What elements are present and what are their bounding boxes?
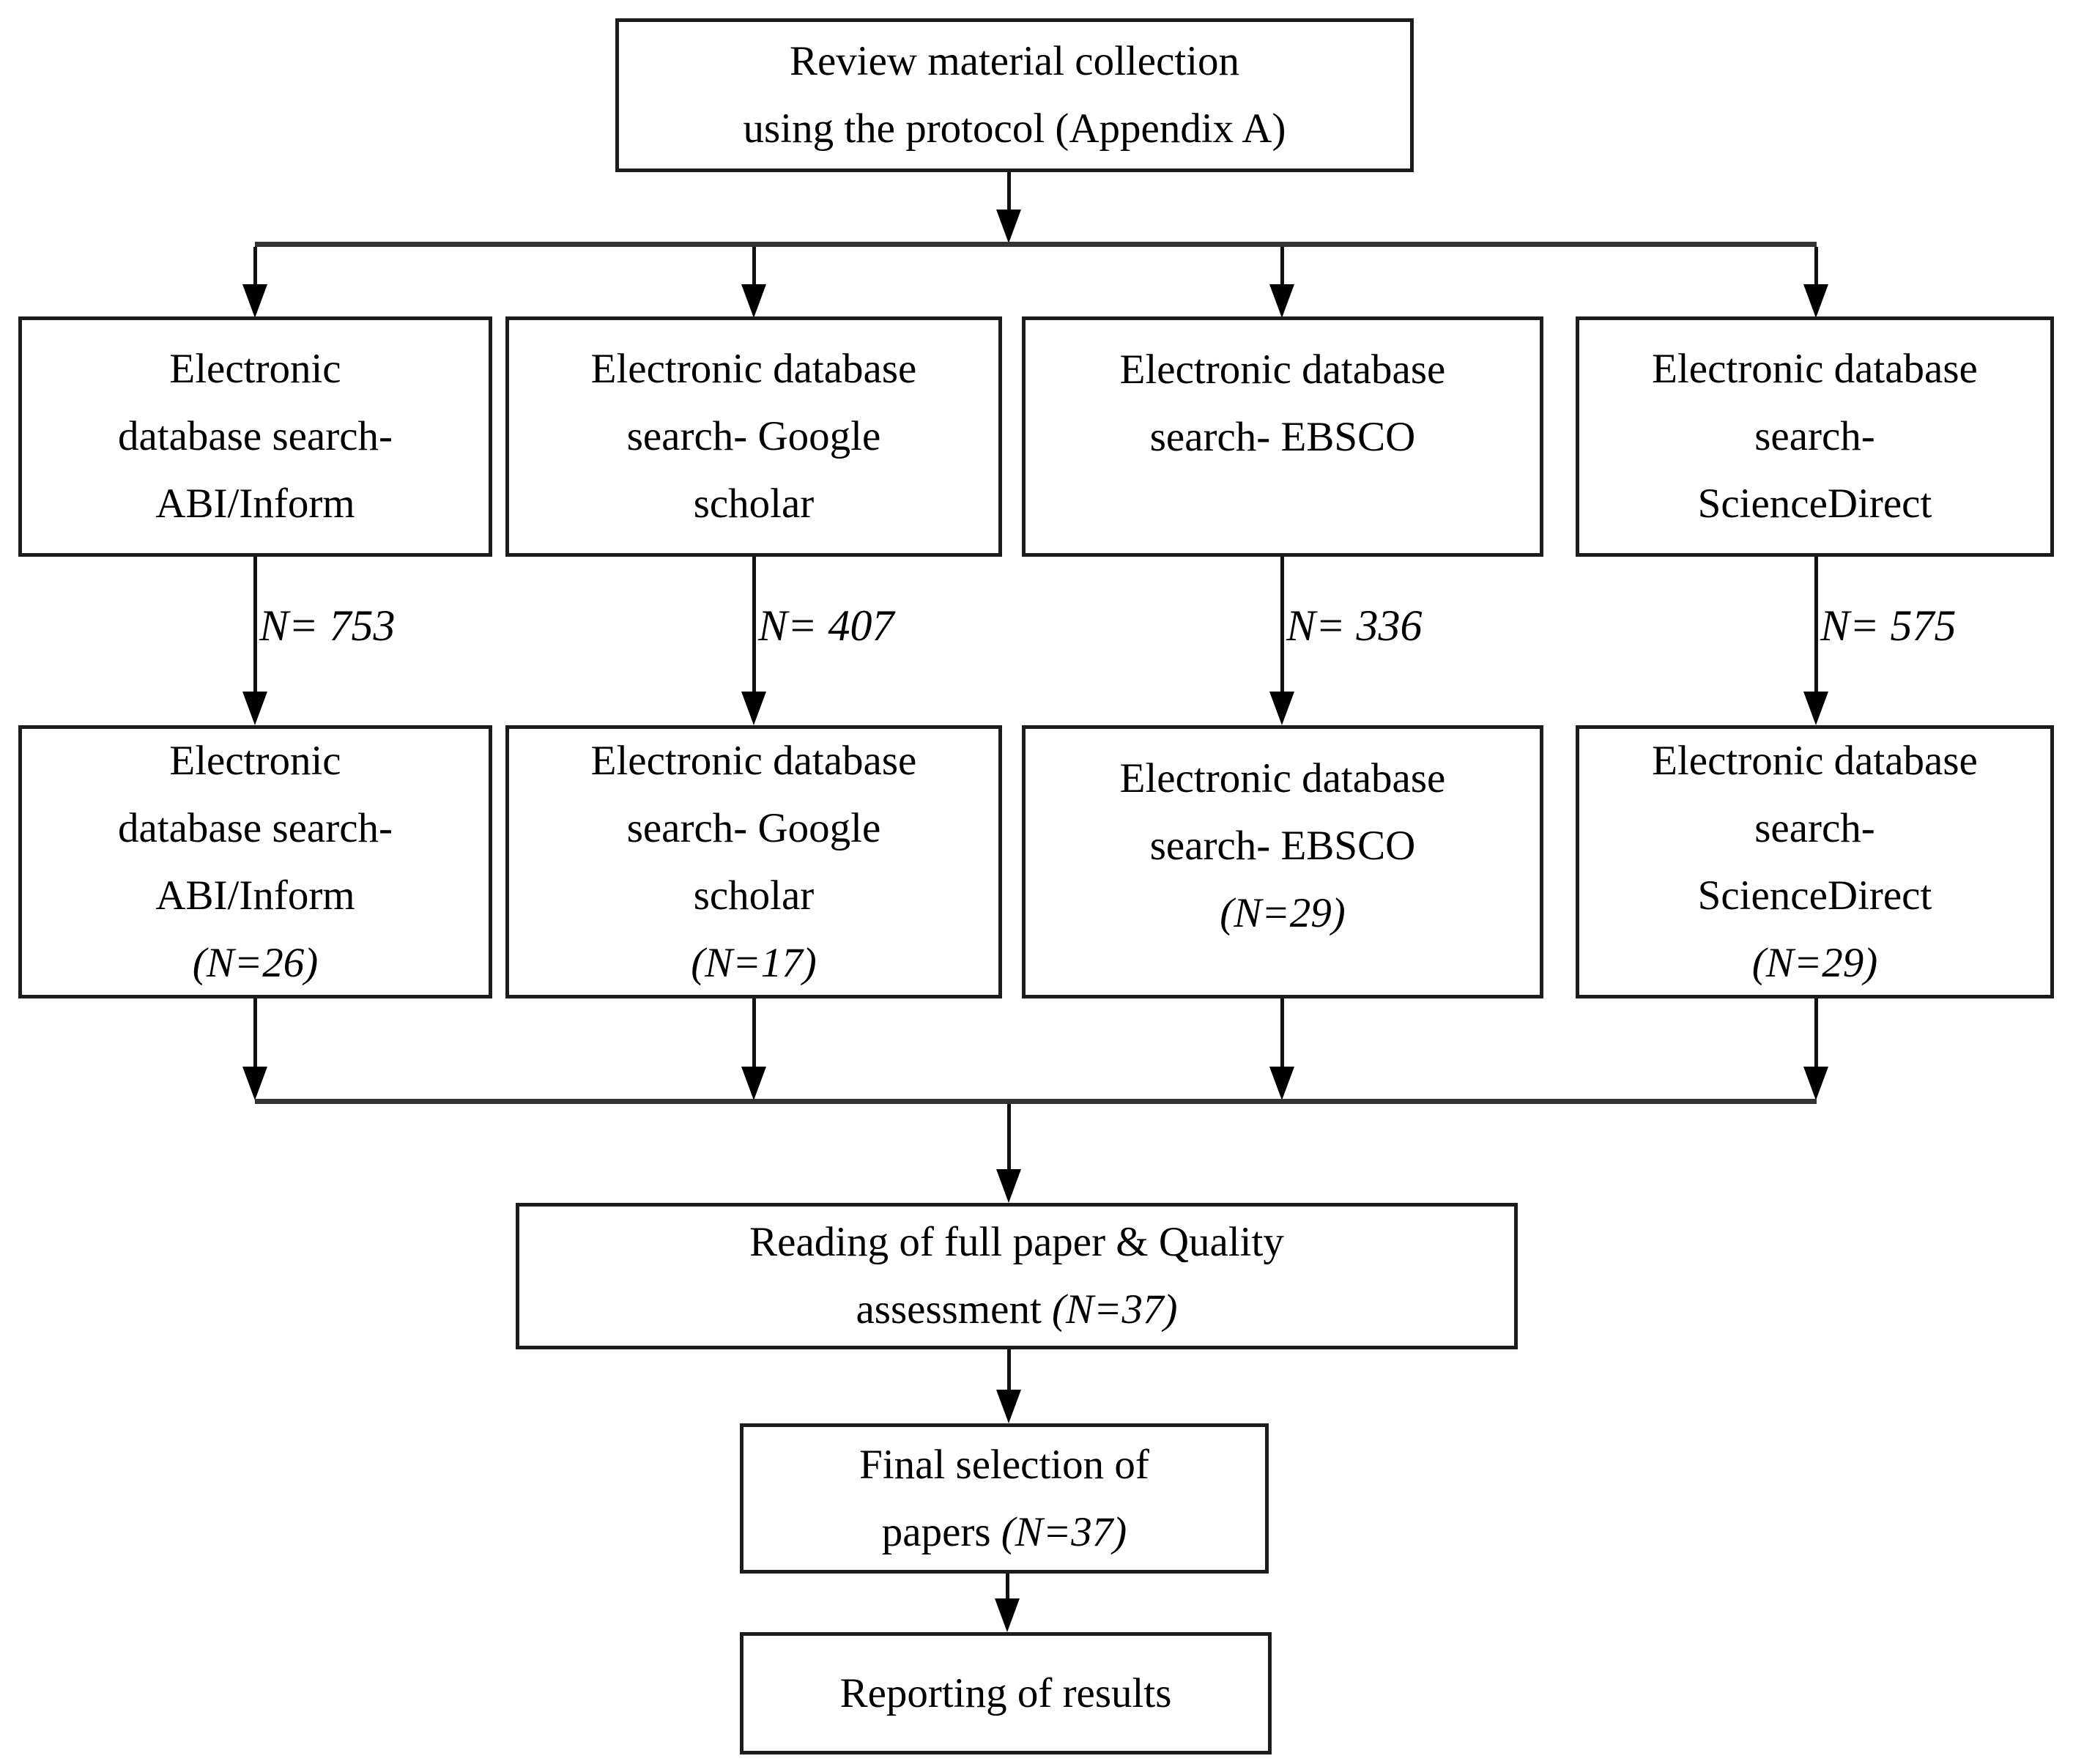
branch-line-abi xyxy=(253,247,257,287)
arrow-line-reading-to-final xyxy=(1007,1349,1011,1393)
box-text-line: papers (N=37) xyxy=(882,1499,1127,1566)
branch-line-ebsco xyxy=(1280,247,1284,287)
box-n-line: (N=29) xyxy=(1220,890,1346,936)
box-row2-google-scholar: Electronic database search- Google schol… xyxy=(505,725,1002,998)
box-text-line: database search- xyxy=(117,413,393,459)
box-row2-ebsco: Electronic database search- EBSCO (N=29) xyxy=(1022,725,1543,998)
box-row2-sciencedirect: Electronic database search- ScienceDirec… xyxy=(1576,725,2054,998)
box-text-line: Electronic database xyxy=(590,737,917,784)
box-n-line: (N=17) xyxy=(691,939,817,986)
box-text-line: ScienceDirect xyxy=(1697,872,1932,919)
arrowhead xyxy=(995,1598,1020,1632)
box-text-segment: assessment xyxy=(856,1286,1053,1333)
arrow-line-final-to-reporting xyxy=(1006,1574,1009,1603)
n-label-google: N= 407 xyxy=(758,601,894,650)
box-text-line: Electronic database xyxy=(1119,755,1446,801)
box-row2-abi-inform: Electronic database search- ABI/Inform (… xyxy=(18,725,492,998)
collector-line-bottom xyxy=(255,1099,1817,1104)
box-search-google-scholar: Electronic database search- Google schol… xyxy=(505,316,1002,557)
arrowhead xyxy=(1803,692,1828,725)
box-text-line: Reading of full paper & Quality xyxy=(749,1219,1284,1265)
drop-line-sciencedirect xyxy=(1814,557,1818,696)
collect-line-abi xyxy=(253,998,257,1070)
arrowhead xyxy=(741,692,766,725)
arrowhead xyxy=(996,1390,1021,1423)
box-text-line: scholar xyxy=(693,481,815,527)
box-search-ebsco: Electronic database search- EBSCO xyxy=(1022,316,1543,557)
collect-line-google xyxy=(752,998,756,1070)
drop-line-abi xyxy=(253,557,257,696)
arrowhead xyxy=(1269,692,1294,725)
box-final-selection: Final selection of papers (N=37) xyxy=(740,1423,1269,1574)
box-text-segment: papers xyxy=(881,1508,1001,1555)
box-text-line: ABI/Inform xyxy=(155,481,355,527)
arrowhead xyxy=(741,1067,766,1100)
drop-line-ebsco xyxy=(1280,557,1284,696)
box-review-material-collection: Review material collection using the pro… xyxy=(615,18,1414,172)
drop-line-google xyxy=(752,557,756,696)
arrow-line-collector-to-reading xyxy=(1007,1104,1011,1174)
distributor-line-top xyxy=(255,242,1817,247)
box-text-line: Final selection of xyxy=(859,1441,1149,1488)
box-text-line: Electronic xyxy=(169,346,341,392)
box-text-line: search- xyxy=(1754,413,1875,459)
box-text-line: Electronic database xyxy=(590,346,917,392)
box-text-line: search- Google xyxy=(626,804,881,851)
box-text-line: assessment (N=37) xyxy=(856,1276,1177,1344)
n-label-abi: N= 753 xyxy=(259,601,396,650)
box-reading-quality-assessment: Reading of full paper & Quality assessme… xyxy=(516,1203,1518,1349)
arrowhead xyxy=(996,210,1021,243)
box-text-line: search- EBSCO xyxy=(1149,823,1416,869)
box-search-sciencedirect: Electronic database search- ScienceDirec… xyxy=(1576,316,2054,557)
box-text-line: ScienceDirect xyxy=(1697,481,1932,527)
box-n-segment: (N=37) xyxy=(1001,1508,1127,1555)
box-text-line: search- xyxy=(1754,804,1875,851)
arrowhead xyxy=(741,284,766,318)
collect-line-sciencedirect xyxy=(1814,998,1818,1070)
box-text-line: database search- xyxy=(117,804,393,851)
arrowhead xyxy=(242,1067,267,1100)
arrowhead xyxy=(996,1169,1021,1203)
box-text-line: ABI/Inform xyxy=(155,872,355,919)
branch-line-google xyxy=(752,247,756,287)
box-n-line: (N=26) xyxy=(192,939,319,986)
box-text-line: Electronic database xyxy=(1119,346,1446,393)
box-text-line: using the protocol (Appendix A) xyxy=(743,105,1286,152)
arrowhead xyxy=(242,692,267,725)
arrow-line-top-to-distributor xyxy=(1007,172,1011,216)
box-text-line: search- EBSCO xyxy=(1149,414,1416,460)
box-text-line: scholar xyxy=(693,872,815,919)
arrowhead xyxy=(1269,1067,1294,1100)
arrowhead xyxy=(1803,284,1828,318)
box-text-line: Review material collection xyxy=(789,38,1240,84)
box-search-abi-inform: Electronic database search- ABI/Inform xyxy=(18,316,492,557)
arrowhead xyxy=(242,284,267,318)
box-text-line: search- Google xyxy=(626,413,881,459)
branch-line-sciencedirect xyxy=(1814,247,1818,287)
box-text-line: Electronic database xyxy=(1652,737,1978,784)
box-n-segment: (N=37) xyxy=(1052,1286,1178,1333)
box-text-line: Reporting of results xyxy=(839,1670,1172,1716)
n-label-sciencedirect: N= 575 xyxy=(1820,601,1957,650)
n-label-ebsco: N= 336 xyxy=(1286,601,1423,650)
box-text-line: Electronic xyxy=(169,737,341,784)
box-reporting-results: Reporting of results xyxy=(740,1632,1272,1754)
arrowhead xyxy=(1269,284,1294,318)
collect-line-ebsco xyxy=(1280,998,1284,1070)
box-n-line: (N=29) xyxy=(1751,939,1878,986)
box-text-line: Electronic database xyxy=(1652,346,1978,392)
arrowhead xyxy=(1803,1067,1828,1100)
